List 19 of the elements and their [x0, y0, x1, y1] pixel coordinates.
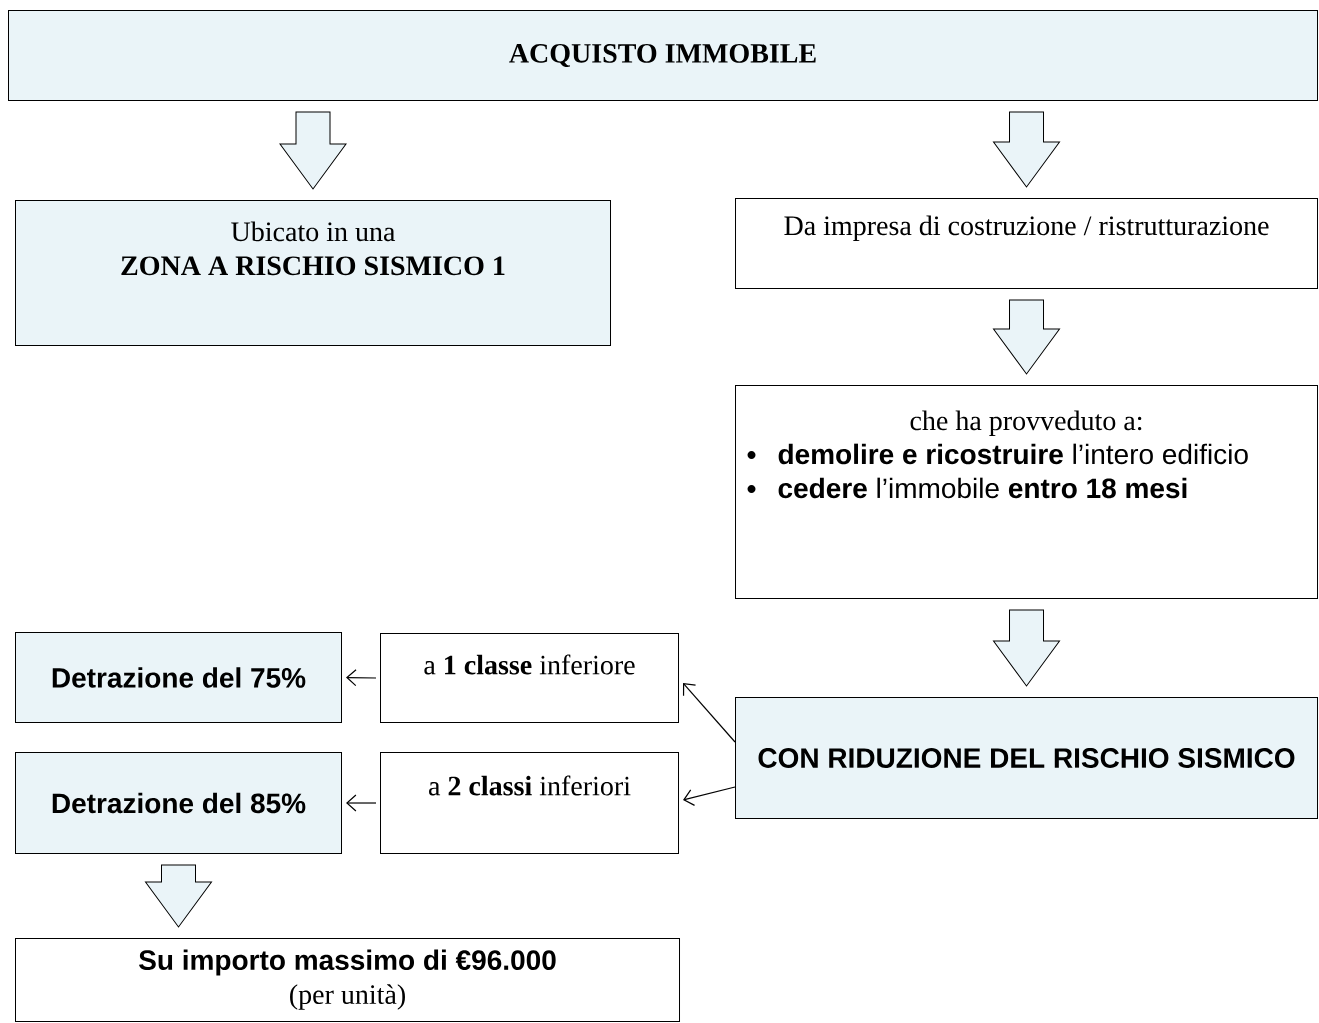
arrow: [346, 794, 377, 812]
block-arrow: [279, 111, 347, 190]
arrow: [683, 786, 736, 806]
block-arrow: [993, 609, 1060, 687]
block-arrow: [993, 111, 1060, 188]
result-box: Detrazione del 75%: [15, 632, 342, 723]
block-arrow: [993, 299, 1060, 375]
heading-box: ACQUISTO IMMOBILE: [8, 10, 1318, 101]
process-box: che ha provveduto a: demolire e ricostruire l’intero edificio cedere l’immobile entro 18 mesi: [735, 385, 1318, 599]
process-box: Da impresa di costruzione / ristrutturazione: [735, 198, 1318, 289]
arrow: [346, 669, 377, 687]
condition-box: a 1 classe inferiore: [380, 633, 679, 723]
block-arrow: [145, 864, 212, 928]
result-box: Detrazione del 85%: [15, 752, 342, 854]
arrow: [682, 683, 736, 743]
process-box: Ubicato in una ZONA A RISCHIO SISMICO 1: [15, 200, 611, 346]
condition-box: a 2 classi inferiori: [380, 752, 679, 854]
process-box: CON RIDUZIONE DEL RISCHIO SISMICO: [735, 697, 1318, 819]
note-box: Su importo massimo di €96.000 (per unità): [15, 938, 680, 1022]
